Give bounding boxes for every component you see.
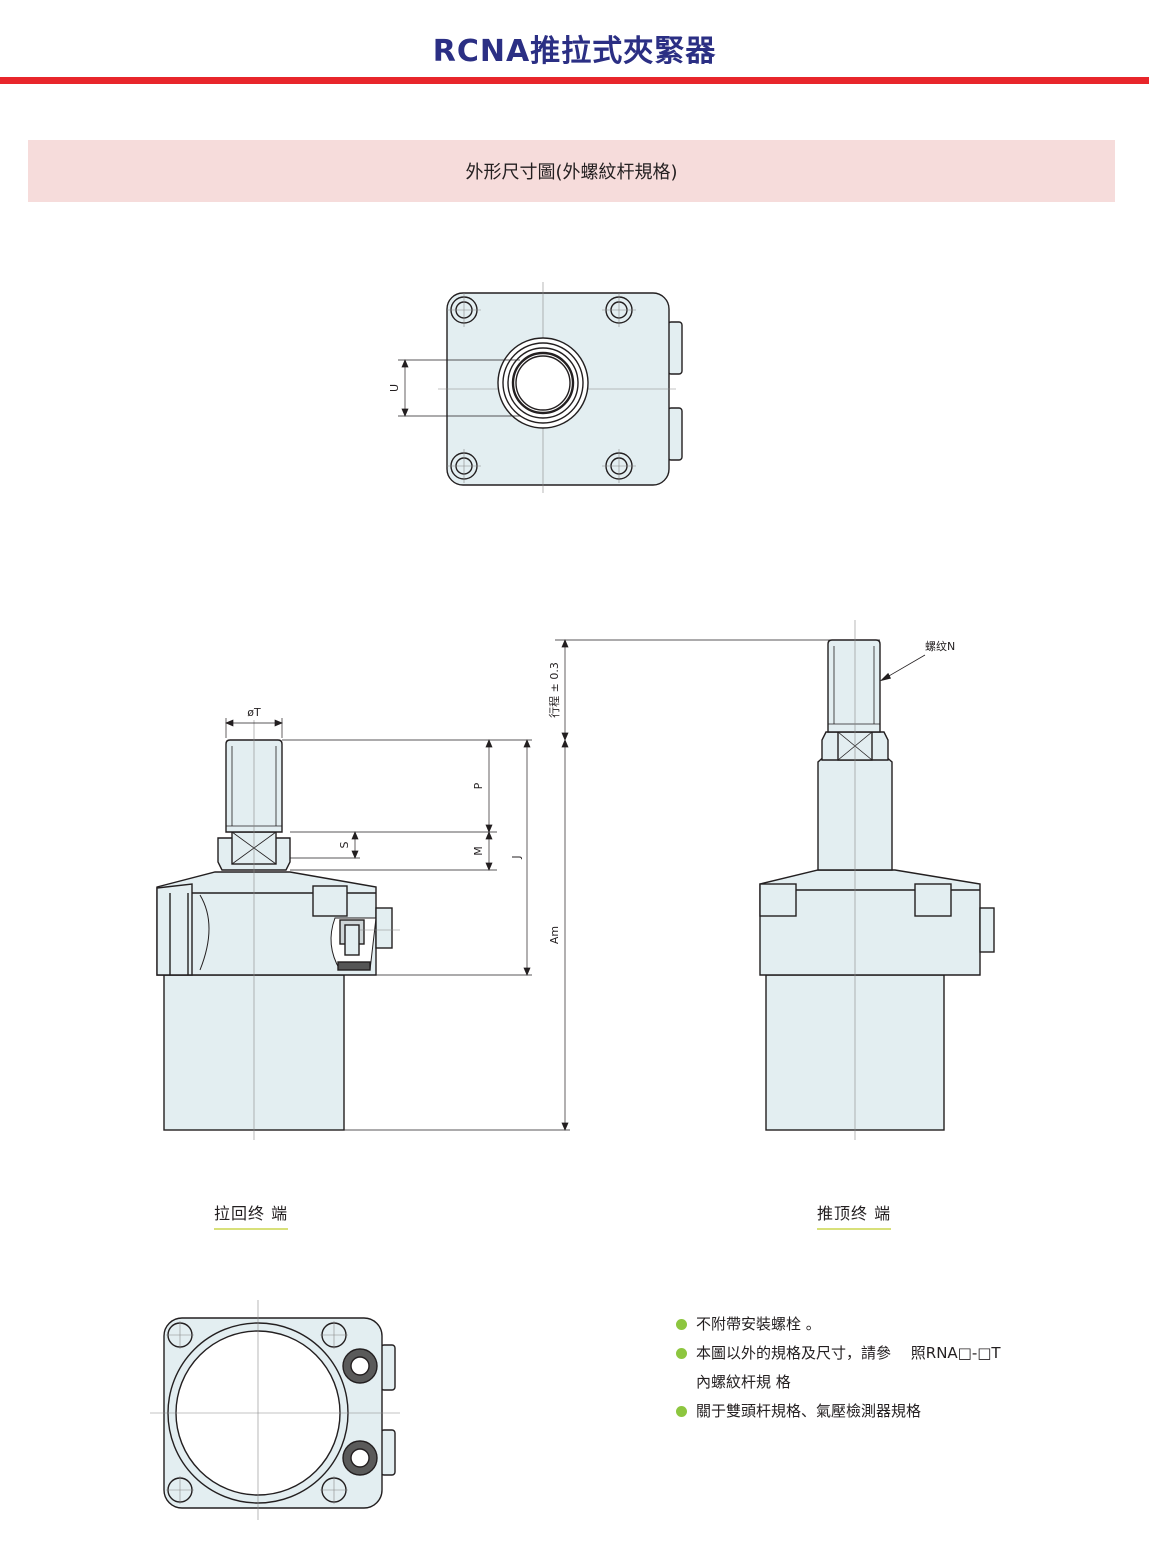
note-item-continued: 內螺紋杆規 格 bbox=[676, 1368, 1001, 1397]
bottom-view bbox=[150, 1300, 400, 1520]
section-title: 外形尺寸圖(外螺紋杆規格) bbox=[465, 162, 678, 183]
note-item: 關于雙頭杆規格、氣壓檢測器規格 bbox=[676, 1397, 1001, 1426]
thread-n-label: 螺纹N bbox=[925, 639, 955, 653]
dim-j-label: J bbox=[510, 855, 523, 859]
bullet-icon bbox=[676, 1348, 687, 1359]
caption-push-end: 推顶终 端 bbox=[817, 1200, 892, 1230]
right-side-view bbox=[759, 620, 995, 1140]
dim-stroke-label: 行程 ± 0.3 bbox=[548, 662, 561, 718]
top-view bbox=[398, 282, 683, 493]
dim-am-label: Am bbox=[548, 926, 561, 944]
dim-phit-label: øT bbox=[247, 706, 261, 719]
bullet-icon bbox=[676, 1406, 687, 1417]
note-item: 本圖以外的規格及尺寸，請參 照RNA□-□T bbox=[676, 1339, 1001, 1368]
dim-u-label: U bbox=[388, 384, 401, 392]
notes-list: 不附帶安裝螺栓 。 本圖以外的規格及尺寸，請參 照RNA□-□T 內螺紋杆規 格… bbox=[676, 1310, 1001, 1426]
dim-p-label: P bbox=[472, 782, 485, 789]
dim-m-label: M bbox=[472, 846, 485, 856]
page-title: RCNA推拉式夾緊器 bbox=[432, 34, 717, 69]
section-title-bar: 外形尺寸圖(外螺紋杆規格) bbox=[28, 140, 1115, 202]
note-text: 關于雙頭杆規格、氣壓檢測器規格 bbox=[696, 1402, 922, 1420]
dim-s-label: S bbox=[338, 841, 351, 848]
left-side-view bbox=[156, 720, 400, 1140]
top-bolt-holes bbox=[447, 293, 636, 483]
note-text: 不附帶安裝螺栓 。 bbox=[696, 1315, 821, 1333]
note-text: 本圖以外的規格及尺寸，請參 照RNA□-□T bbox=[696, 1344, 1001, 1362]
dim-u bbox=[398, 359, 520, 417]
note-text: 內螺紋杆規 格 bbox=[696, 1373, 791, 1391]
left-dimensions bbox=[225, 639, 880, 1131]
header-red-bar bbox=[0, 77, 1149, 84]
note-item: 不附帶安裝螺栓 。 bbox=[676, 1310, 1001, 1339]
caption-pull-end: 拉回终 端 bbox=[214, 1200, 289, 1230]
top-rod-circles bbox=[497, 337, 589, 429]
bullet-icon bbox=[676, 1319, 687, 1330]
